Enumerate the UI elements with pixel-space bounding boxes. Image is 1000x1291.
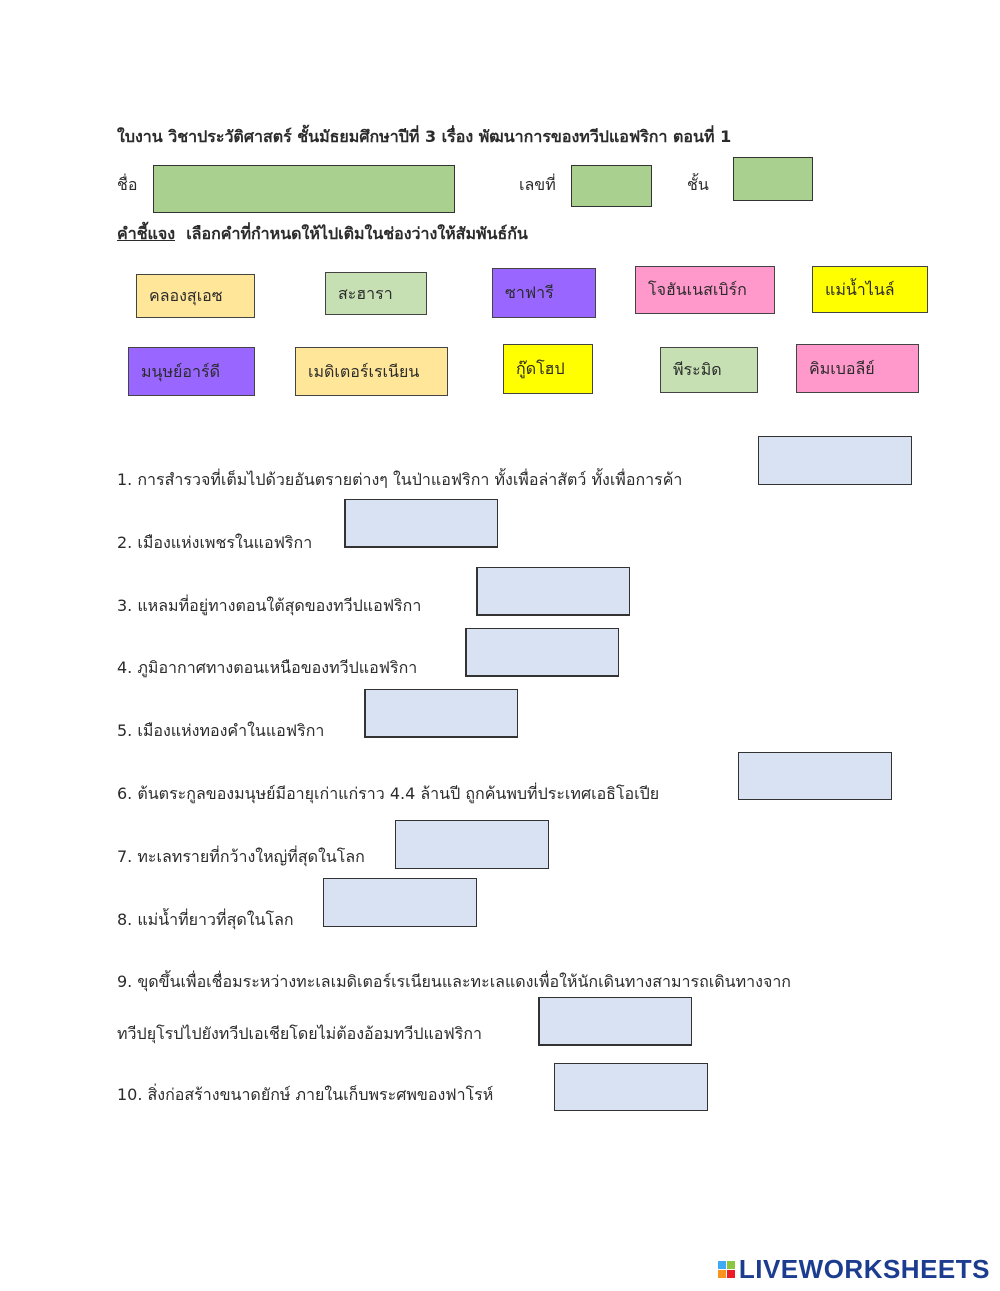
answer-box-8[interactable] (323, 878, 477, 927)
word-chip-ardi[interactable]: มนุษย์อาร์ดี (128, 347, 255, 396)
number-field[interactable] (571, 165, 652, 207)
answer-box-2[interactable] (344, 499, 498, 548)
question-3: 3. แหลมที่อยู่ทางตอนใต้สุดของทวีปแอฟริกา (117, 596, 422, 615)
instructions-label: คำชี้แจง (117, 224, 176, 243)
answer-box-7[interactable] (395, 820, 549, 869)
answer-box-4[interactable] (465, 628, 619, 677)
liveworksheets-logo: LIVEWORKSHEETS (717, 1254, 990, 1285)
answer-box-1[interactable] (758, 436, 912, 485)
answer-box-5[interactable] (364, 689, 518, 738)
number-label: เลขที่ (519, 175, 556, 194)
instructions-text: เลือกคำที่กำหนดให้ไปเติมในช่องว่างให้สัม… (186, 224, 528, 243)
worksheet-title: ใบงาน วิชาประวัติศาสตร์ ชั้นมัธยมศึกษาปี… (117, 127, 732, 146)
word-chip-suez-canal[interactable]: คลองสุเอซ (136, 274, 255, 318)
name-label: ชื่อ (117, 175, 138, 194)
word-chip-pyramid[interactable]: พีระมิด (660, 347, 758, 393)
question-2: 2. เมืองแห่งเพชรในแอฟริกา (117, 533, 313, 552)
question-6: 6. ต้นตระกูลของมนุษย์มีอายุเก่าแก่ราว 4.… (117, 784, 660, 803)
word-chip-mediterranean[interactable]: เมดิเตอร์เรเนียน (295, 347, 448, 396)
logo-cubes-icon (717, 1261, 735, 1278)
question-7: 7. ทะเลทรายที่กว้างใหญ่ที่สุดในโลก (117, 847, 365, 866)
class-label: ชั้น (687, 175, 709, 194)
word-chip-kimberley[interactable]: คิมเบอลีย์ (796, 344, 919, 393)
answer-box-10[interactable] (554, 1063, 708, 1111)
question-10: 10. สิ่งก่อสร้างขนาดยักษ์ ภายในเก็บพระศพ… (117, 1085, 494, 1104)
logo-text: LIVEWORKSHEETS (738, 1254, 990, 1284)
word-chip-sahara[interactable]: สะฮารา (325, 272, 427, 315)
question-5: 5. เมืองแห่งทองคำในแอฟริกา (117, 721, 325, 740)
word-chip-nile-river[interactable]: แม่น้ำไนล์ (812, 266, 928, 313)
answer-box-6[interactable] (738, 752, 892, 800)
question-9: 9. ขุดขึ้นเพื่อเชื่อมระหว่างทะเลเมดิเตอร… (117, 972, 791, 991)
question-1: 1. การสำรวจที่เต็มไปด้วยอันตรายต่างๆ ในป… (117, 470, 683, 489)
answer-box-3[interactable] (476, 567, 630, 616)
word-chip-johannesburg[interactable]: โจฮันเนสเบิร์ก (635, 266, 775, 314)
question-9-line-2: ทวีปยุโรปไปยังทวีปเอเชียโดยไม่ต้องอ้อมทว… (117, 1024, 482, 1043)
question-4: 4. ภูมิอากาศทางตอนเหนือของทวีปแอฟริกา (117, 658, 418, 677)
word-chip-good-hope[interactable]: กู๊ดโฮป (503, 344, 593, 394)
question-8: 8. แม่น้ำที่ยาวที่สุดในโลก (117, 910, 294, 929)
class-field[interactable] (733, 157, 813, 201)
answer-box-9[interactable] (538, 997, 692, 1046)
instructions: คำชี้แจง เลือกคำที่กำหนดให้ไปเติมในช่องว… (117, 222, 528, 247)
word-chip-safari[interactable]: ซาฟารี (492, 268, 596, 318)
name-field[interactable] (153, 165, 455, 213)
